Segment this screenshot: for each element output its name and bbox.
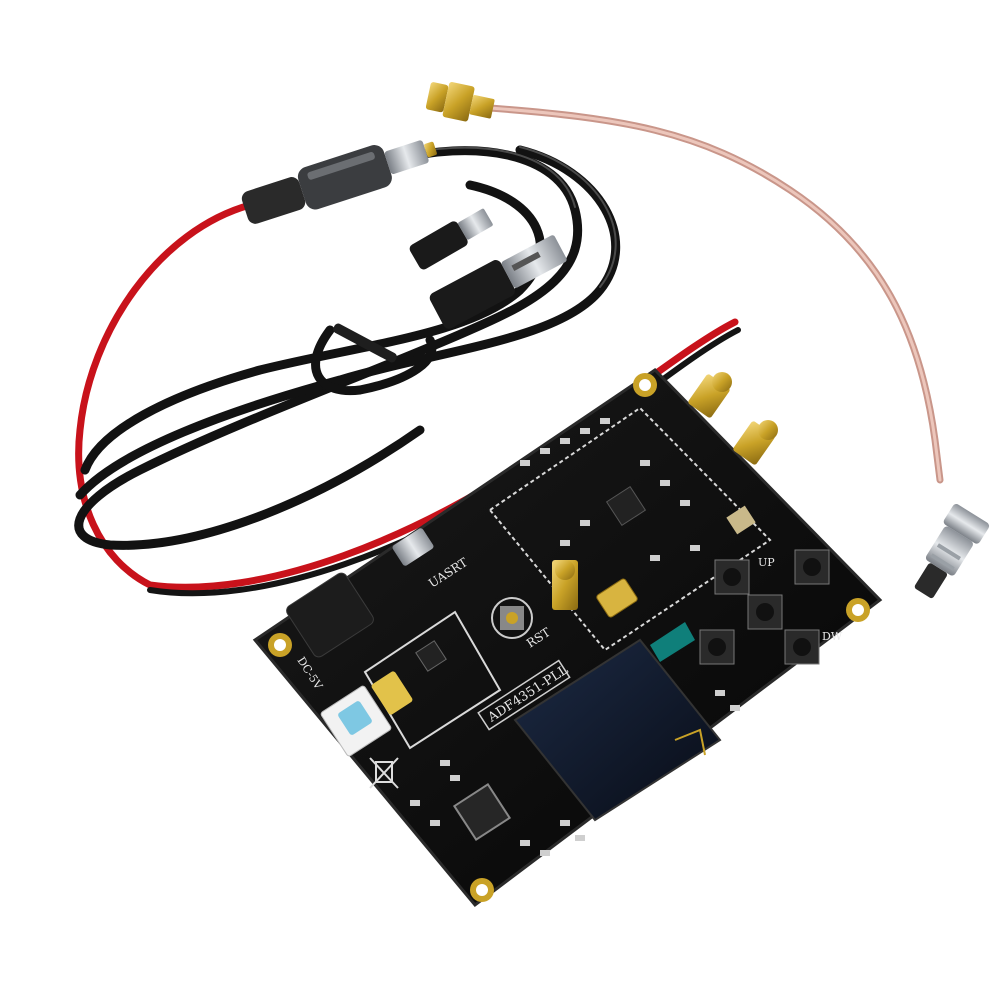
switch-up (714, 559, 750, 595)
barrel-plug-icon (241, 140, 437, 224)
sma-jack-2 (733, 420, 778, 465)
smd-components (410, 418, 740, 856)
tactile-switches (491, 549, 830, 665)
switch-right (794, 549, 830, 585)
power-switch (320, 685, 392, 757)
mini-usb-port (392, 528, 434, 566)
pll-chip (605, 485, 647, 527)
regulator-chip (415, 640, 447, 672)
bnc-connector-icon (914, 504, 990, 599)
tantalum-cap (371, 671, 413, 715)
sma-jack-ref (552, 560, 578, 610)
switch-mid (747, 594, 783, 630)
switch-rst (491, 597, 533, 639)
usb-plug-icon (429, 235, 567, 329)
cap-small (726, 505, 756, 535)
sma-connector-icon (425, 81, 495, 122)
switch-left (699, 629, 735, 665)
mounting-holes (268, 373, 870, 902)
mcu-chip (452, 782, 512, 842)
weee-bin-icon (369, 757, 399, 789)
power-section-outline (363, 610, 502, 750)
crystal (596, 578, 638, 618)
oled-display (513, 622, 722, 822)
up-label: UP (758, 556, 775, 569)
switch-dw (784, 629, 820, 665)
dw-label: DW (822, 630, 843, 643)
coax-cable (486, 104, 944, 484)
sma-jack-1 (688, 372, 732, 418)
cable-tie (333, 323, 397, 363)
usb-cable-coil (74, 145, 621, 550)
pcb-board: ADF4351-PLL UASRT RST DC-5V UP DW (252, 368, 883, 908)
dc-jack (286, 572, 374, 658)
mini-usb-plug-icon (409, 208, 493, 270)
